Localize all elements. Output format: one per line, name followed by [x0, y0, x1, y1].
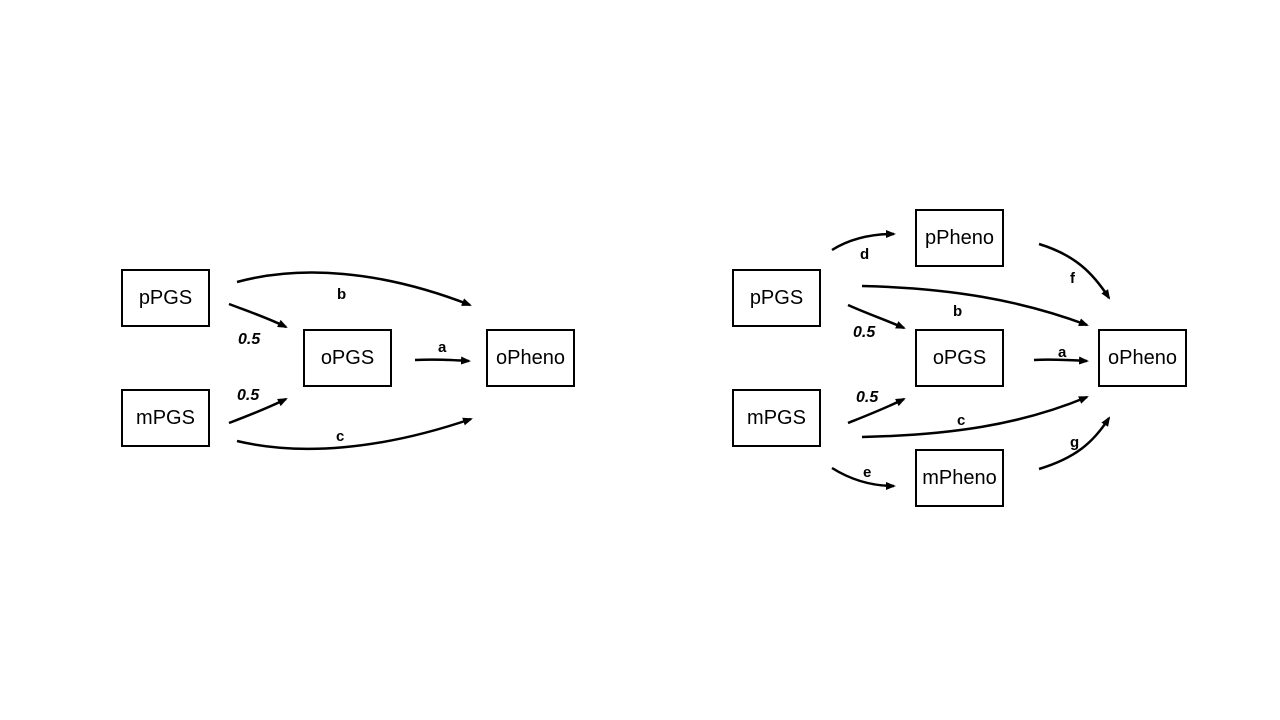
right-node-ppgs-label: pPGS: [749, 286, 804, 309]
right-label-f: f: [1070, 270, 1076, 287]
right-node-ppheno-label: pPheno: [925, 226, 994, 249]
right-node-mpgs: mPGS: [732, 389, 821, 447]
right-arrow-ppgs-to-opgs: [847, 303, 906, 330]
right-node-opgs-label: oPGS: [932, 346, 987, 369]
left-label-mpgs-opgs-coef: 0.5: [237, 387, 260, 404]
right-node-opheno-label: oPheno: [1108, 346, 1177, 369]
right-label-d: d: [860, 246, 869, 263]
left-diagram-edges: b 0.5 0.5 a c: [228, 271, 473, 451]
left-node-opgs: oPGS: [303, 329, 392, 387]
right-arrow-mpgs-to-opheno: [861, 395, 1089, 439]
left-label-c: c: [336, 428, 344, 445]
left-node-ppgs-label: pPGS: [138, 286, 193, 309]
right-arrow-mpgs-to-mpheno: [831, 466, 896, 490]
right-label-e: e: [863, 464, 871, 481]
left-node-mpgs: mPGS: [121, 389, 210, 447]
right-arrow-ppheno-to-opheno: [1038, 242, 1111, 300]
left-label-ppgs-opgs-coef: 0.5: [238, 331, 261, 348]
left-arrow-opgs-to-opheno: [414, 356, 471, 365]
left-label-a: a: [438, 339, 447, 356]
right-node-ppheno: pPheno: [915, 209, 1004, 267]
right-arrow-mpheno-to-opheno: [1038, 416, 1111, 471]
right-node-mpgs-label: mPGS: [747, 406, 806, 429]
left-arrow-mpgs-to-opheno: [236, 417, 473, 451]
left-node-opheno-label: oPheno: [496, 346, 565, 369]
right-diagram-edges: d f b 0.5 a 0.5 c e g: [831, 230, 1111, 490]
right-node-opheno: oPheno: [1098, 329, 1187, 387]
left-node-ppgs: pPGS: [121, 269, 210, 327]
right-node-opgs: oPGS: [915, 329, 1004, 387]
right-arrow-ppgs-to-opheno: [861, 284, 1089, 327]
right-node-mpheno-label: mPheno: [922, 466, 997, 489]
right-arrow-opgs-to-opheno: [1033, 356, 1089, 365]
right-label-b: b: [953, 303, 962, 320]
right-label-a: a: [1058, 344, 1067, 361]
right-arrow-ppgs-to-ppheno: [831, 230, 896, 252]
right-node-mpheno: mPheno: [915, 449, 1004, 507]
right-label-ppgs-opgs-coef: 0.5: [853, 324, 876, 341]
left-node-opgs-label: oPGS: [320, 346, 375, 369]
left-arrow-ppgs-to-opheno: [236, 271, 472, 307]
right-arrow-mpgs-to-opgs: [847, 397, 906, 425]
left-label-b: b: [337, 286, 346, 303]
left-arrow-mpgs-to-opgs: [228, 397, 288, 425]
right-label-g: g: [1070, 434, 1079, 451]
left-node-opheno: oPheno: [486, 329, 575, 387]
left-node-mpgs-label: mPGS: [136, 406, 195, 429]
left-arrow-ppgs-to-opgs: [228, 302, 288, 329]
right-node-ppgs: pPGS: [732, 269, 821, 327]
right-label-c: c: [957, 412, 965, 429]
right-label-mpgs-opgs-coef: 0.5: [856, 389, 879, 406]
